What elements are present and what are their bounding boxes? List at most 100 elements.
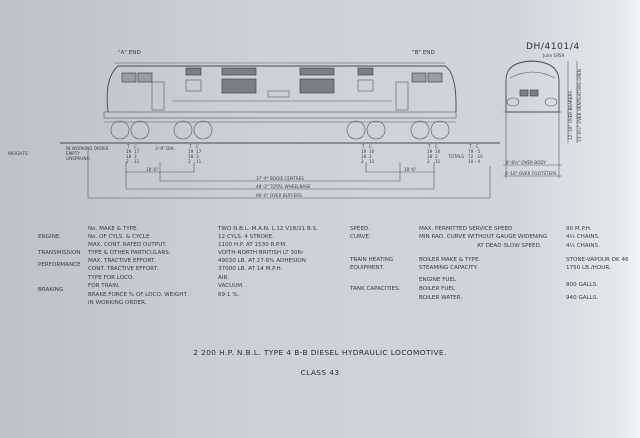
axle-weight-value: 18 xyxy=(188,154,194,159)
axle-weight-value: 3 xyxy=(196,154,199,159)
spec-value: TWO N.B.L.-M.A.N. L.12 V18/21 B.S. xyxy=(217,226,318,232)
spec-item: No. MAKE & TYPE. xyxy=(88,226,139,232)
axle-weight-value: 18 xyxy=(126,154,132,159)
spec-category: PERFORMANCE xyxy=(38,262,81,268)
axle-weight-value: 16 xyxy=(435,149,441,154)
axle-weight-head: C xyxy=(134,144,137,149)
axle-weight-head: T xyxy=(188,144,192,149)
weight-row-label: EMPTY xyxy=(66,151,80,156)
axle-weight-value: 2 xyxy=(126,159,129,164)
spec-value: 940 GALLS. xyxy=(566,295,598,301)
over-buffers: 60'-0" OVER BUFFERS xyxy=(256,193,302,198)
bogie-wheelbase-b: 10'-6" xyxy=(404,167,417,172)
spec-value: 800 GALLS. xyxy=(566,282,598,288)
spec-value: VACUUM. xyxy=(218,283,244,289)
spec-item: ENGINE FUEL xyxy=(419,277,457,283)
height-over-ventilators: 13'-0½" OVER VENTILATORS OPEN xyxy=(577,69,582,142)
axle-weight-value: 19 xyxy=(188,149,194,154)
spec-item: MAX. TRACTIVE EFFORT. xyxy=(88,258,156,264)
spec-item: MAX. CONT. RATED OUTPUT. xyxy=(88,242,167,248)
spec-item: BRAKE FORCE % OF LOCO. WEIGHT xyxy=(88,292,187,298)
drawing-number: DH/4101/4 xyxy=(526,42,580,52)
a-end-label: "A" END xyxy=(118,50,141,56)
spec-item: TYPE FOR LOCO. xyxy=(87,275,134,281)
totals-value: 79 - 5 xyxy=(468,149,481,154)
spec-value: 90 M.P.H. xyxy=(566,226,592,232)
spec-value: AIR. xyxy=(218,275,229,281)
side-elevation xyxy=(60,62,500,144)
spec-value: STONE-VAPOUR OK 46 xyxy=(566,257,629,263)
spec-item: BOILER MAKE & TYPE. xyxy=(419,257,481,263)
spec-category: EQUIPMENT. xyxy=(350,265,384,271)
axle-weight-value: 11 xyxy=(435,159,441,164)
weights-label: WEIGHTS xyxy=(8,151,28,156)
end-elevation xyxy=(503,60,578,178)
spec-item: STEAMING CAPACITY. xyxy=(419,265,478,271)
axle-weight-head: C xyxy=(196,144,199,149)
spec-category: TANK CAPACITIES. xyxy=(349,286,401,292)
axle-weight-value: 2 xyxy=(435,154,438,159)
axle-weight-value: 2 xyxy=(361,159,364,164)
wheel-diameter: 3'-9" DIA. xyxy=(155,146,175,151)
spec-value: 49030 LB. AT 27·6% ADHESION xyxy=(218,258,306,264)
spec-item: CONT. TRACTIVE EFFORT. xyxy=(88,266,158,272)
axle-weight-value: 11 xyxy=(196,159,202,164)
specs-left-table: ENGINE. No. MAKE & TYPE. TWO N.B.L.-M.A.N.… xyxy=(37,226,318,306)
axle-weight-value: 11 xyxy=(369,159,375,164)
spec-item: AT DEAD SLOW SPEED. xyxy=(477,243,542,249)
axle-weight-value: 17 xyxy=(134,149,140,154)
spec-item: MIN RAD. CURVE WITHOUT GAUGE WIDENING xyxy=(419,234,547,240)
spec-value: 1750 LB./HOUR. xyxy=(566,265,611,271)
spec-item: MAX. PERMITTED SERVICE SPEED xyxy=(419,226,512,232)
totals-value: T - C xyxy=(468,144,479,149)
spec-item: IN WORKING ORDER. xyxy=(88,300,147,306)
height-over-bearers: 12'-10" OVER BEARERS xyxy=(568,91,573,140)
bogie-centres: 37'-9" BOGIE CENTRES xyxy=(256,176,304,181)
spec-value: 69·1 %. xyxy=(218,292,240,298)
spec-value: 37000 LB. AT 14 M.P.H. xyxy=(218,266,283,272)
total-wheelbase: 48'-3" TOTAL WHEELBASE xyxy=(256,184,311,189)
spec-item: TYPE & OTHER PARTICULARS. xyxy=(87,250,171,256)
specs-right-table: SPEED. MAX. PERMITTED SERVICE SPEED 90 M.P… xyxy=(349,226,629,301)
spec-value: VOITH-NORTH BRITISH LT 306r xyxy=(218,250,304,256)
drawing-title: 2 200 H.P. N.B.L. TYPE 4 B-B DIESEL HYDR… xyxy=(193,348,447,357)
weight-row-label: UNSPRUNG xyxy=(66,156,90,161)
spec-category: SPEED. xyxy=(350,226,370,232)
axle-weight-value: 11 xyxy=(134,159,140,164)
axle-weight-value: 2 xyxy=(188,159,191,164)
axle-weight-value: 2 xyxy=(369,154,372,159)
spec-category: ENGINE. xyxy=(38,234,61,240)
spec-item: No. OF CYLS. & CYCLE. xyxy=(88,234,152,240)
drawing-date: June 1959 xyxy=(542,53,564,58)
spec-category: TRANSMISSION xyxy=(37,250,80,256)
spec-value: 12 CYLS. 4 STROKE. xyxy=(218,234,274,240)
axle-weight-value: 18 xyxy=(361,154,367,159)
b-end-label: "B" END xyxy=(412,50,435,56)
totals-value: 10 - 4 xyxy=(468,159,481,164)
axle-weight-value: 17 xyxy=(196,149,202,154)
spec-category: TRAIN HEATING xyxy=(349,257,393,263)
spec-item: BOILER WATER. xyxy=(419,295,462,301)
axle-weight-value: 19 xyxy=(126,149,132,154)
axle-weight-head: C xyxy=(369,144,372,149)
spec-value: 1100 H.P. AT 1530 R.P.M. xyxy=(218,242,287,248)
axle-weight-head: C xyxy=(435,144,438,149)
over-footsteps: 8'-10" OVER FOOTSTEPS xyxy=(505,171,557,176)
weight-row-label: IN WORKING ORDER xyxy=(66,146,109,151)
axle-weight-value: 2 xyxy=(427,159,430,164)
spec-category: BRAKING. xyxy=(38,287,65,293)
spec-category: CURVE. xyxy=(350,234,371,240)
axle-weight-value: 18 xyxy=(427,154,433,159)
axle-weight-head: T xyxy=(427,144,431,149)
axle-weight-head: T xyxy=(126,144,130,149)
spec-value: 4½ CHAINS. xyxy=(566,242,600,249)
bogie-wheelbase-a: 10'-6" xyxy=(146,167,159,172)
axle-weight-value: 19 xyxy=(427,149,433,154)
spec-item: BOILER FUEL xyxy=(419,286,456,292)
totals-label: TOTALS xyxy=(447,154,464,159)
axle-weight-value: 19 xyxy=(361,149,367,154)
over-body: 8'-8¾" OVER BODY xyxy=(506,160,546,165)
